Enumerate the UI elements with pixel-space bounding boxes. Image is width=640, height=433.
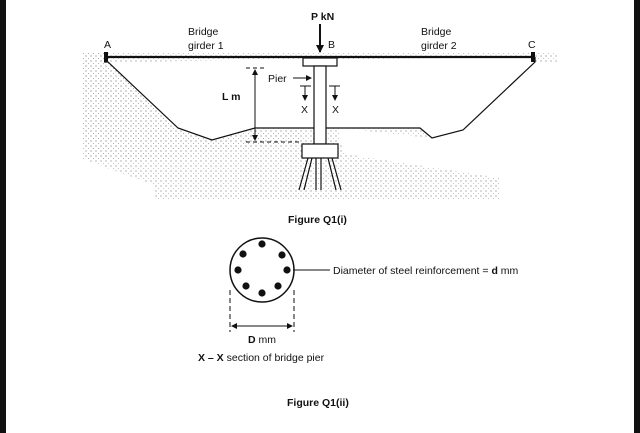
pile-1 [298, 157, 309, 191]
section-x-right: X [332, 104, 339, 116]
section-x-left: X [301, 104, 308, 116]
figure2-caption: Figure Q1(ii) [287, 397, 349, 409]
frame-edge-right [634, 0, 640, 433]
girder2-label-line2: girder 2 [421, 40, 457, 52]
pile-1-edge [303, 157, 313, 191]
support-a-label: A [104, 39, 111, 51]
rebar-1 [258, 240, 266, 248]
girder2-label-line1: Bridge [421, 26, 452, 38]
reinforcement-label: Diameter of steel reinforcement = d mm [333, 265, 519, 277]
section-title: X – X section of bridge pier [198, 352, 325, 364]
rebar-6 [242, 282, 250, 290]
girder1-label-line2: girder 1 [188, 40, 224, 52]
pile-cap [301, 143, 339, 159]
pile-3 [327, 157, 337, 191]
pier-label: Pier [268, 73, 287, 85]
rebar-3 [283, 266, 291, 274]
support-c-label: C [528, 39, 536, 51]
pile-3-edge [331, 157, 342, 191]
load-label: P kN [311, 11, 334, 23]
rebar-7 [234, 266, 242, 274]
rebar-8 [239, 250, 247, 258]
support-b-label: B [328, 39, 335, 51]
girder1-label-line1: Bridge [188, 26, 219, 38]
frame-edge-left [0, 0, 6, 433]
pier-column [313, 65, 327, 145]
pier-cap [302, 57, 338, 67]
figure1-caption: Figure Q1(i) [288, 214, 347, 226]
rebar-2 [278, 251, 286, 259]
support-a-abutment [104, 52, 108, 62]
rebar-5 [258, 289, 266, 297]
height-label: L m [222, 91, 240, 103]
diameter-label: D mm [248, 334, 276, 346]
support-c-abutment [531, 52, 535, 62]
ground-soil-left [82, 52, 300, 160]
rebar-4 [274, 282, 282, 290]
